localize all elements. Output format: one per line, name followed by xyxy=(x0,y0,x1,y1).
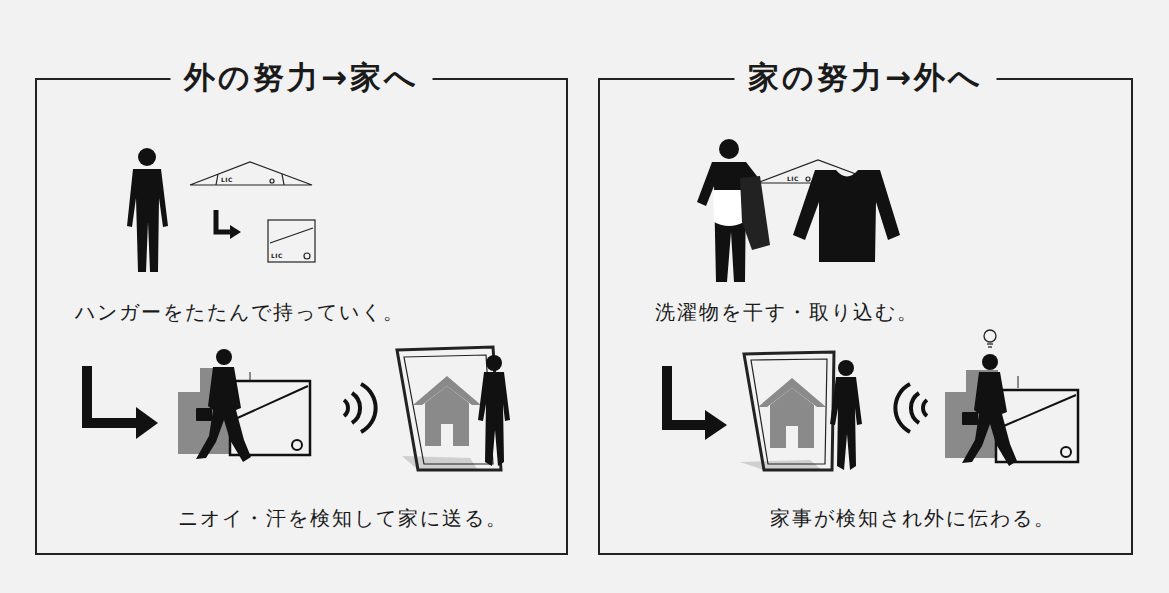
caption: 家事が検知され外に伝わる。 xyxy=(770,505,1056,532)
mirror-inner xyxy=(751,359,827,464)
walking-man xyxy=(196,349,251,462)
walking-man xyxy=(962,354,1017,466)
caption: 洗濯物を干す・取り込む。 xyxy=(655,299,919,326)
head xyxy=(838,360,854,376)
mirror-device xyxy=(740,352,834,470)
hanger-dot xyxy=(1061,447,1071,457)
hanger-dot xyxy=(292,440,302,450)
signal-waves xyxy=(344,384,376,432)
head xyxy=(982,354,998,370)
wave xyxy=(911,393,919,423)
panel-title: 外の努力→家へ xyxy=(170,57,433,99)
shadow xyxy=(402,456,478,470)
hanger-rib xyxy=(282,174,284,185)
body xyxy=(830,377,862,470)
hanger-dot xyxy=(270,179,274,183)
house-body xyxy=(770,388,814,448)
small-l-arrow xyxy=(216,210,241,239)
wave xyxy=(923,400,927,416)
shirt xyxy=(793,170,900,262)
hanger-folded xyxy=(268,220,315,262)
lightbulb xyxy=(984,330,996,347)
head xyxy=(216,349,232,365)
big-l-arrow xyxy=(87,366,158,439)
woman xyxy=(830,360,862,470)
arrow-line xyxy=(216,210,232,232)
standing-man xyxy=(127,148,168,272)
hanger-bar xyxy=(270,228,313,243)
briefcase xyxy=(962,412,978,425)
bulb-base xyxy=(987,343,993,344)
apron-man xyxy=(697,139,770,282)
caption: ニオイ・汗を検知して家に送る。 xyxy=(178,505,508,532)
logo-text: LIC xyxy=(787,175,799,182)
wave xyxy=(352,393,360,423)
house-body xyxy=(425,386,469,446)
building-block xyxy=(178,392,202,454)
mirror-frame xyxy=(744,352,834,470)
apron xyxy=(713,190,745,226)
wave xyxy=(361,384,376,432)
logo-text: LIC xyxy=(271,252,283,259)
wave xyxy=(344,400,348,416)
arrow-head xyxy=(230,225,241,239)
caption: ハンガーをたたんで持っていく。 xyxy=(75,299,405,326)
briefcase xyxy=(196,408,212,421)
bulb-base xyxy=(988,346,992,347)
big-l-arrow xyxy=(667,366,727,440)
body xyxy=(196,367,251,462)
signal-waves xyxy=(895,384,927,432)
hanger-open xyxy=(190,162,312,185)
hanger-dot xyxy=(806,177,810,181)
hanger-dot xyxy=(304,253,310,259)
hanger-frame xyxy=(268,220,315,262)
body xyxy=(962,372,1017,466)
antenna xyxy=(1017,376,1019,388)
wave xyxy=(895,384,910,432)
hanger-bar xyxy=(233,386,308,420)
logo-text: LIC xyxy=(221,176,233,183)
hanger-rib xyxy=(216,174,218,185)
arrow-line xyxy=(87,366,140,423)
hanger-bar xyxy=(999,395,1076,428)
body xyxy=(127,169,168,272)
body xyxy=(478,372,510,466)
hanger-frame xyxy=(190,162,312,185)
arrow-head xyxy=(136,407,158,439)
arrow-head xyxy=(705,410,727,440)
head xyxy=(138,148,156,166)
head xyxy=(486,355,502,371)
woman xyxy=(478,355,510,466)
panel-title: 家の努力→外へ xyxy=(734,57,997,99)
bulb xyxy=(984,330,996,342)
held-jacket xyxy=(740,176,770,250)
arrow-line xyxy=(667,366,708,425)
head xyxy=(719,139,739,159)
